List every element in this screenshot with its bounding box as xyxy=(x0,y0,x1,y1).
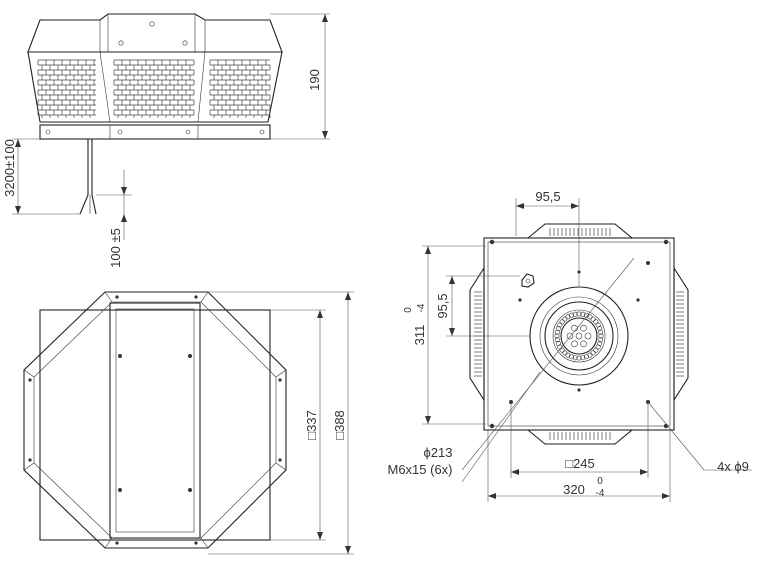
junction-box xyxy=(521,273,535,288)
bottom-grille-hatch xyxy=(474,228,684,440)
lobe-right xyxy=(673,266,689,402)
dim-offset-side: 95,5 xyxy=(435,293,450,318)
hood-octagon xyxy=(23,291,287,549)
dim-height-tol-upper: 0 xyxy=(403,307,414,313)
grille-louvers xyxy=(37,59,271,118)
dim-width-tol-upper: 0 xyxy=(597,476,603,487)
roof-panel xyxy=(109,302,201,539)
motor-fins xyxy=(554,311,604,361)
side-view: 190 3200±100 100 ±5 xyxy=(2,13,330,268)
dim-bolt-square: □245 xyxy=(565,456,595,471)
top-view: □337 □388 xyxy=(23,291,354,555)
dim-bolt-circle: ϕ213 xyxy=(424,445,453,460)
dim-cable-length: 3200±100 xyxy=(2,139,17,197)
dim-outer-square: □388 xyxy=(332,410,347,440)
dim-height-190: 190 xyxy=(307,69,322,91)
motor-center-holes xyxy=(566,324,592,348)
dim-width-320: 320 xyxy=(563,482,585,497)
hood-grille-body xyxy=(27,51,283,123)
base-plate xyxy=(39,124,271,140)
lobe-top xyxy=(526,223,634,239)
dim-cable-strip: 100 ±5 xyxy=(108,228,123,268)
holes-callout: 4x ϕ9 xyxy=(717,459,749,474)
screw-callout: M6x15 (6x) xyxy=(387,462,452,477)
base-square xyxy=(39,309,271,541)
bottom-view: 95,5 95,5 311 0 -4 □245 320 0 -4 xyxy=(387,189,752,502)
lobe-bottom xyxy=(526,429,634,445)
dim-width-tol-lower: -4 xyxy=(596,488,605,499)
dim-offset-top: 95,5 xyxy=(535,189,560,204)
lobe-left xyxy=(469,266,485,402)
hood-top xyxy=(27,13,283,53)
dim-height-311: 311 xyxy=(412,325,427,346)
dim-inner-square: □337 xyxy=(304,410,319,440)
dim-height-tol-lower: -4 xyxy=(416,303,427,312)
